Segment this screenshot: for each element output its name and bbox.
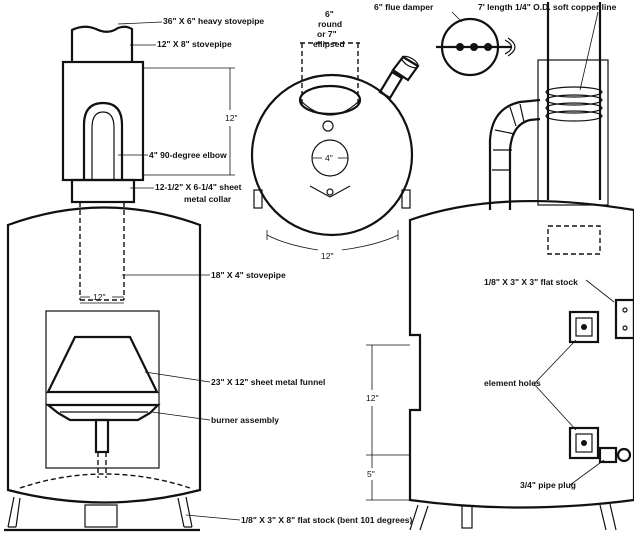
label-flat-stock-bottom: 1/8" X 3" X 8" flat stock (bent 101 degr…: [241, 515, 412, 525]
burner-assembly: [44, 403, 161, 422]
label-flue-damper: 6" flue damper: [374, 2, 434, 12]
label-collar-line1: 12-1/2" X 6-1/4" sheet: [155, 182, 242, 192]
side-elbow: [488, 98, 541, 210]
fitting-tube: [378, 55, 420, 100]
top-view: 4" 12" 6" round or 7" ellipsed: [250, 9, 420, 261]
heavy-stovepipe: [70, 25, 134, 62]
label-round-line2: round: [318, 19, 342, 29]
label-stovepipe-12x8: 12" X 8" stovepipe: [157, 39, 232, 49]
dim-5-right: 5": [367, 469, 375, 479]
flue-damper-detail: 6" flue damper: [374, 2, 516, 77]
dim-12-top: 12": [225, 113, 237, 123]
side-stovepipe: [546, 2, 602, 200]
label-flat-stock-right: 1/8" X 3" X 3" flat stock: [484, 277, 578, 287]
label-elbow: 4" 90-degree elbow: [149, 150, 227, 160]
elbow-4in: [82, 101, 124, 180]
top-view-body: [250, 73, 414, 237]
dim-12-right: 12": [366, 393, 378, 403]
leg-left: [7, 496, 21, 528]
label-round-line1: 6": [325, 9, 334, 19]
leg-center: [84, 504, 118, 528]
dim-12-top-view: 12": [321, 251, 333, 261]
pipe-plug: [598, 446, 632, 464]
stovepipe-18x4-hidden: [79, 202, 125, 300]
flue-round: [298, 84, 362, 116]
copper-coil: [545, 86, 603, 122]
front-view: 12" 12" 36" X 6" heavy stovepipe 12" X 8…: [4, 16, 412, 532]
heater-body: [6, 206, 202, 504]
label-stovepipe-18x4: 18" X 4" stovepipe: [211, 270, 286, 280]
side-body: [408, 199, 634, 509]
flat-stock-plate-upper: [568, 310, 600, 344]
label-element-holes: element holes: [484, 378, 541, 388]
label-burner: burner assembly: [211, 415, 279, 425]
label-pipe-plug: 3/4" pipe plug: [520, 480, 576, 490]
leg-right: [177, 496, 193, 528]
sheet-metal-collar: [70, 178, 136, 204]
label-round-line3: or 7": [317, 29, 337, 39]
label-heavy-stovepipe: 36" X 6" heavy stovepipe: [163, 16, 264, 26]
label-collar-line2: metal collar: [184, 194, 232, 204]
flat-stock-side: [614, 298, 634, 340]
dim-12-mid: 12": [93, 292, 105, 302]
label-copper-line: 7' length 1/4" O.D. soft copper line: [478, 2, 617, 12]
label-round-line4: ellipsed: [313, 39, 345, 49]
flat-stock-plate-lower: [568, 426, 600, 460]
dim-4: 4": [325, 153, 333, 163]
label-funnel: 23" X 12" sheet metal funnel: [211, 377, 325, 387]
stovepipe-12x8: [61, 60, 145, 182]
sheet-metal-funnel: [46, 335, 159, 394]
firebox: [45, 310, 160, 469]
side-view: 12" 5" 7' length 1/4" O.D. soft copper l…: [366, 2, 634, 531]
